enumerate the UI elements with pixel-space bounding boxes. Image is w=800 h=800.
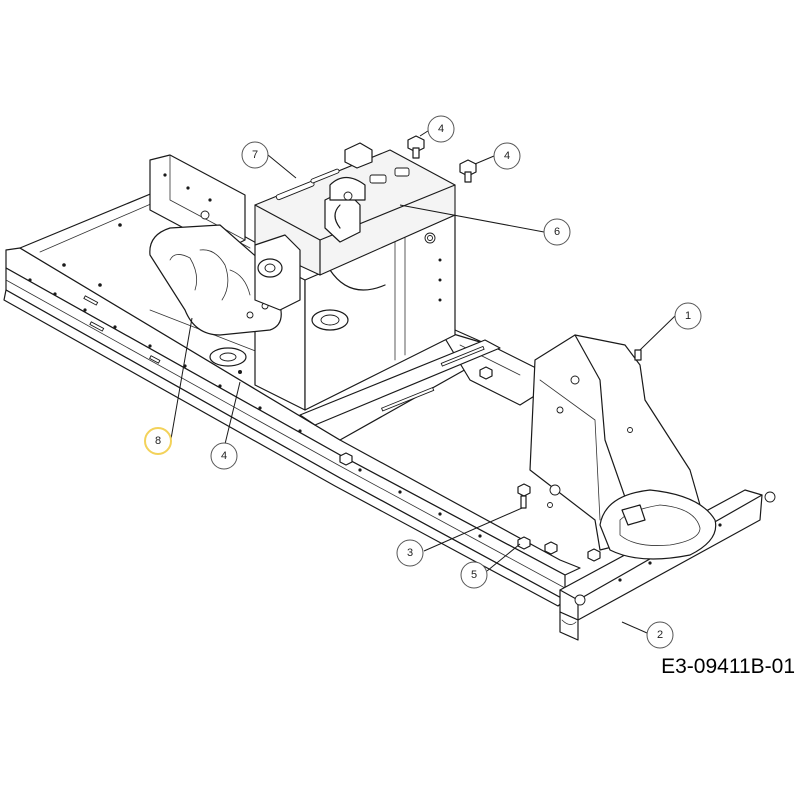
leader-lines [170, 128, 676, 634]
frame-left-rail [3, 247, 581, 607]
callout-7-label: 7 [252, 149, 258, 161]
callout-4a-label: 4 [438, 123, 444, 135]
callout-4-bottom[interactable]: 4 [210, 442, 238, 470]
callout-6[interactable]: 6 [543, 218, 571, 246]
callout-5-label: 5 [471, 569, 477, 581]
callout-7[interactable]: 7 [241, 141, 269, 169]
mount-plate [149, 224, 301, 336]
callout-3-label: 3 [407, 547, 413, 559]
callout-8[interactable]: 8 [144, 427, 172, 455]
callout-1[interactable]: 1 [674, 302, 702, 330]
front-steering-bracket [529, 334, 717, 560]
callout-3[interactable]: 3 [396, 539, 424, 567]
callout-4c-label: 4 [221, 450, 227, 462]
callout-6-label: 6 [554, 226, 560, 238]
hitch-bracket [324, 176, 366, 243]
callout-2[interactable]: 2 [646, 621, 674, 649]
callout-5[interactable]: 5 [460, 561, 488, 589]
callout-8-label: 8 [155, 435, 161, 447]
pulley-disc [209, 347, 247, 374]
callout-1-label: 1 [685, 310, 691, 322]
callout-4-top-left[interactable]: 4 [427, 115, 455, 143]
callout-4-top-right[interactable]: 4 [493, 142, 521, 170]
callout-4b-label: 4 [504, 150, 510, 162]
callout-2-label: 2 [657, 629, 663, 641]
drawing-number: E3-09411B-01 [661, 655, 795, 678]
